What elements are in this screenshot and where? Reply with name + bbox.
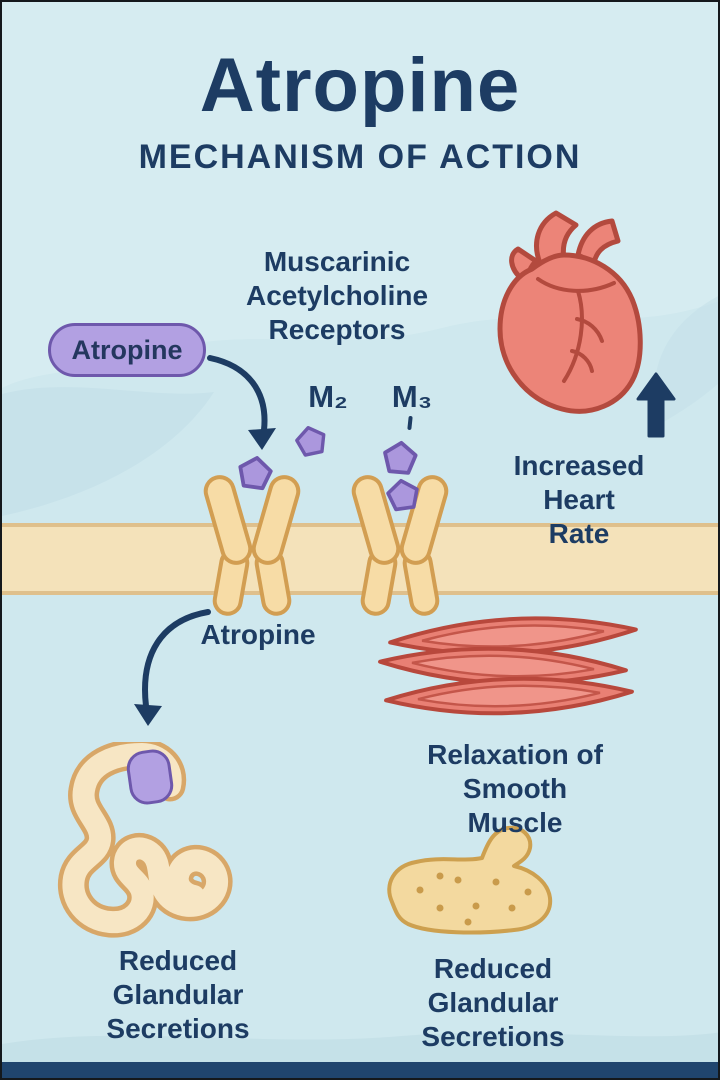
relaxation-smooth-muscle-label: Relaxation of Smooth Muscle <box>427 739 603 839</box>
atropine-pill: Atropine <box>48 323 206 377</box>
up-arrow-icon <box>636 372 676 438</box>
atropine-molecule-icon <box>238 456 273 491</box>
atropine-pill-label: Atropine <box>71 334 183 365</box>
bottom-accent-bar <box>2 1062 718 1078</box>
cell-membrane-graphic <box>2 523 718 595</box>
m2-label: M₂ <box>308 379 348 414</box>
atropine-membrane-label: Atropine <box>200 619 316 650</box>
increased-heart-rate-label: Increased Heart Rate <box>513 450 645 550</box>
atropine-molecule-icon <box>383 440 418 475</box>
page-subtitle: MECHANISM OF ACTION <box>138 138 582 176</box>
heart-illustration <box>497 210 643 414</box>
muscarinic-receptors-label: Muscarinic Acetylcholine Receptors <box>245 246 429 346</box>
curved-arrow-down-left-icon <box>134 609 211 726</box>
reduced-secretions-left-label: Reduced Glandular Secretions <box>106 945 250 1045</box>
m3-label: M₃ <box>391 379 433 414</box>
reduced-secretions-right-label: Reduced Glandular Secretions <box>421 953 565 1053</box>
smooth-muscle-illustration <box>378 616 638 716</box>
receptor-m3-icon <box>351 475 449 616</box>
curved-arrow-down-right-icon <box>207 355 276 450</box>
atropine-molecule-icon <box>386 478 419 512</box>
gland-illustration <box>387 825 553 935</box>
atropine-molecule-icon <box>295 425 326 457</box>
page-title: Atropine <box>199 43 521 128</box>
intestine-illustration <box>57 742 233 938</box>
receptor-m2-icon <box>203 475 301 616</box>
